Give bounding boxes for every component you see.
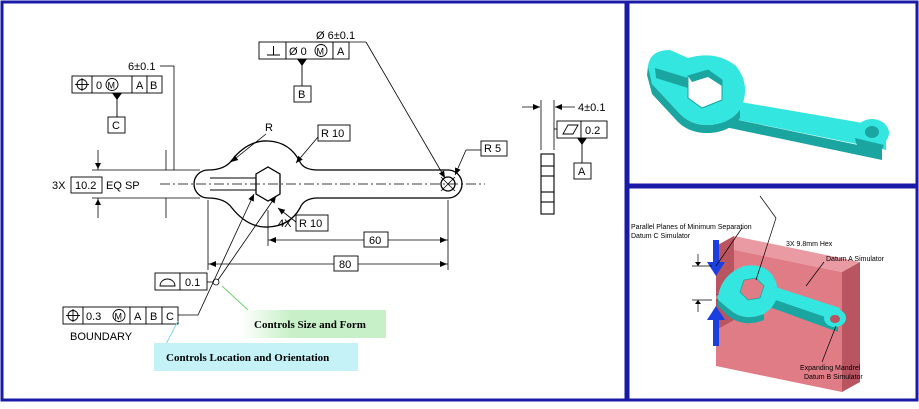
datum-c-arrows [707,240,725,346]
radius-label: R [265,122,273,134]
panel-border-fixture [626,185,919,402]
position-icon [75,78,89,91]
dim-60 [267,200,449,270]
profile-tol-label: 0.1 [185,277,200,289]
dim-80-label: 80 [339,259,351,271]
datum-b-box [293,85,312,103]
fixture-planes-label: Parallel Planes of Minimum Separation [631,224,752,231]
side-view [540,153,555,215]
fixture-wrench [718,265,846,332]
dim-60-box [363,231,389,248]
panel-border-iso [626,0,919,187]
flatness-tol-label: 0.2 [585,125,600,137]
callout-location-bg [154,343,358,371]
datum-a-triangle [577,138,587,145]
r5-box [480,140,508,157]
mmc-icon-3 [112,309,126,322]
panel-border-drawing [0,0,628,402]
dim-80-box [333,255,359,272]
fcf-bottom-datum-c: C [166,311,174,323]
fixture-hex-label: 3X 9.8mm Hex [786,241,833,248]
fcf-top-tol: 0 [96,80,102,92]
eq-sp-label: EQ SP [106,180,140,192]
fixture-datum-a-label: Datum A Simulator [826,256,885,263]
hex-size-label: 10.2 [75,180,96,192]
callout-size-form-bg [240,310,386,338]
fcf-position-top [71,75,163,94]
dim-width-top [160,65,175,170]
fixture-datum-b-label: Datum B Simulator [804,374,863,381]
dim-80 [207,200,448,270]
profile-tol-box [179,272,208,291]
fcf-mid-mod: M [317,47,325,57]
mmc-icon-2 [314,44,328,57]
fixture-datum-c-label: Datum C Simulator [631,233,691,240]
fixture-hex [739,277,765,301]
fcf-mid-datum-a: A [337,46,345,58]
flatness-icon [562,124,579,135]
wrench-outline [193,140,463,228]
profile-symbol-box [154,272,181,291]
mmc-icon [105,78,119,91]
datum-c-triangle [112,93,122,100]
boundary-label: BOUNDARY [70,331,133,343]
datum-b-triangle [297,59,307,66]
callout-location: Controls Location and Orientation [166,352,329,364]
r10-top-label: R 10 [321,128,344,140]
iso-small-hole [865,126,879,138]
hole-dia-label: Ø 6±0.1 [316,30,355,42]
r10-top-box [317,124,351,142]
thickness-label: 4±0.1 [578,102,605,114]
profile-surface-icon [159,278,176,287]
fcf-bottom-tol: 0.3 [86,311,101,323]
fcf-top-datum-b: B [150,80,157,92]
iso-wrench [647,50,889,160]
mandrel-b [830,315,840,323]
fcf-top-mod: M [108,81,116,91]
perpendicular-icon [267,46,280,56]
fcf-bottom-datum-b: B [150,311,157,323]
datum-c-label: C [112,120,120,132]
fcf-bottom-mod: M [115,312,123,322]
flatness-symbol-box [556,120,582,139]
datum-a-label: A [578,166,586,178]
position-icon-bottom [66,309,80,322]
fcf-bottom-datum-a: A [134,311,142,323]
r10-bottom-prefix: 4X [278,218,292,230]
datum-a-box [573,162,592,180]
r10-bottom-value: R 10 [299,218,322,230]
dim-width-top-label: 6±0.1 [128,61,155,73]
small-hole [440,176,456,192]
wrench-drawing [160,140,485,228]
r5-label: R 5 [484,143,501,155]
r10-bottom-box [295,214,329,232]
hex-opening [255,166,281,202]
callout-size-form: Controls Size and Form [254,319,366,331]
fcf-position-bottom [62,306,179,325]
dim-60-label: 60 [369,235,381,247]
count-prefix: 3X [52,180,66,192]
datum-b-label: B [298,89,305,101]
iso-bar-top [700,95,886,150]
fcf-mid-tol: Ø 0 [289,46,307,58]
hex-size-box [70,176,103,194]
flatness-tol-box [580,120,608,139]
fixture-mandrel-label: Expanding Mandrel [800,365,861,372]
fcf-top-datum-a: A [136,80,144,92]
datum-c-box [107,116,126,134]
